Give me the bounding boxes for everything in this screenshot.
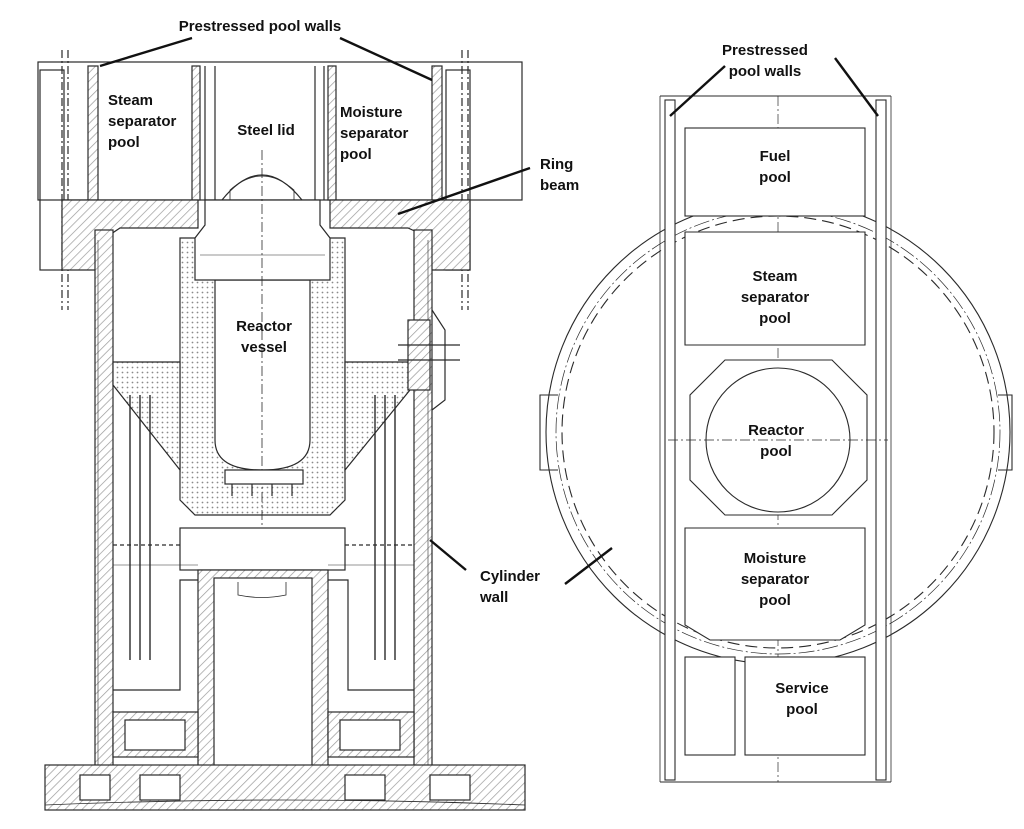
plan-view <box>539 95 1013 783</box>
leader-ring-beam <box>397 166 531 216</box>
label-steel-lid: Steel lid <box>237 122 295 139</box>
cylinder-wall-right <box>413 229 433 786</box>
label-moisture-separator-pool-section: Moisture separator pool <box>340 104 409 163</box>
service-pool <box>744 656 866 756</box>
plan-small-pool <box>684 656 736 756</box>
drywell-cone <box>112 361 181 472</box>
label-steam-separator-pool-plan: Steam separator pool <box>740 268 810 327</box>
reactor-vessel <box>214 279 311 471</box>
label-reactor-pool: Reactor pool <box>748 422 804 460</box>
leader-cylinder-wall <box>429 539 467 571</box>
pool-wall-left <box>87 65 99 201</box>
pool-wall-right <box>431 65 443 201</box>
vessel-head <box>194 199 331 281</box>
label-ring-beam: Ring beam <box>540 156 580 194</box>
label-service-pool: Service pool <box>775 680 829 718</box>
label-reactor-vessel: Reactor vessel <box>236 318 292 356</box>
label-fuel-pool: Fuel pool <box>759 148 791 186</box>
left-outer-column <box>39 69 65 271</box>
label-steam-separator-pool-section: Steam separator pool <box>108 92 177 151</box>
label-prestressed-pool-walls-plan: Prestressed pool walls <box>722 42 808 80</box>
leader-plan-wall-left <box>669 65 726 117</box>
leader-lines <box>99 36 879 585</box>
leader-pool-wall-right <box>339 36 433 82</box>
label-prestressed-pool-walls-section: Prestressed pool walls <box>178 18 342 35</box>
fuel-pool <box>684 127 866 217</box>
leader-plan-cylinder <box>564 547 613 585</box>
label-moisture-separator-pool-plan: Moisture separator pool <box>740 550 810 609</box>
leader-plan-wall-right <box>834 57 879 117</box>
leader-pool-wall-left <box>99 36 193 68</box>
section-view <box>37 50 526 811</box>
ring-beam <box>61 199 199 271</box>
label-cylinder-wall: Cylinder wall <box>480 568 541 606</box>
lid-wall-right <box>327 65 337 201</box>
pedestal <box>179 527 346 571</box>
moisture-separator-pool <box>684 527 866 641</box>
steam-separator-pool <box>684 231 866 346</box>
